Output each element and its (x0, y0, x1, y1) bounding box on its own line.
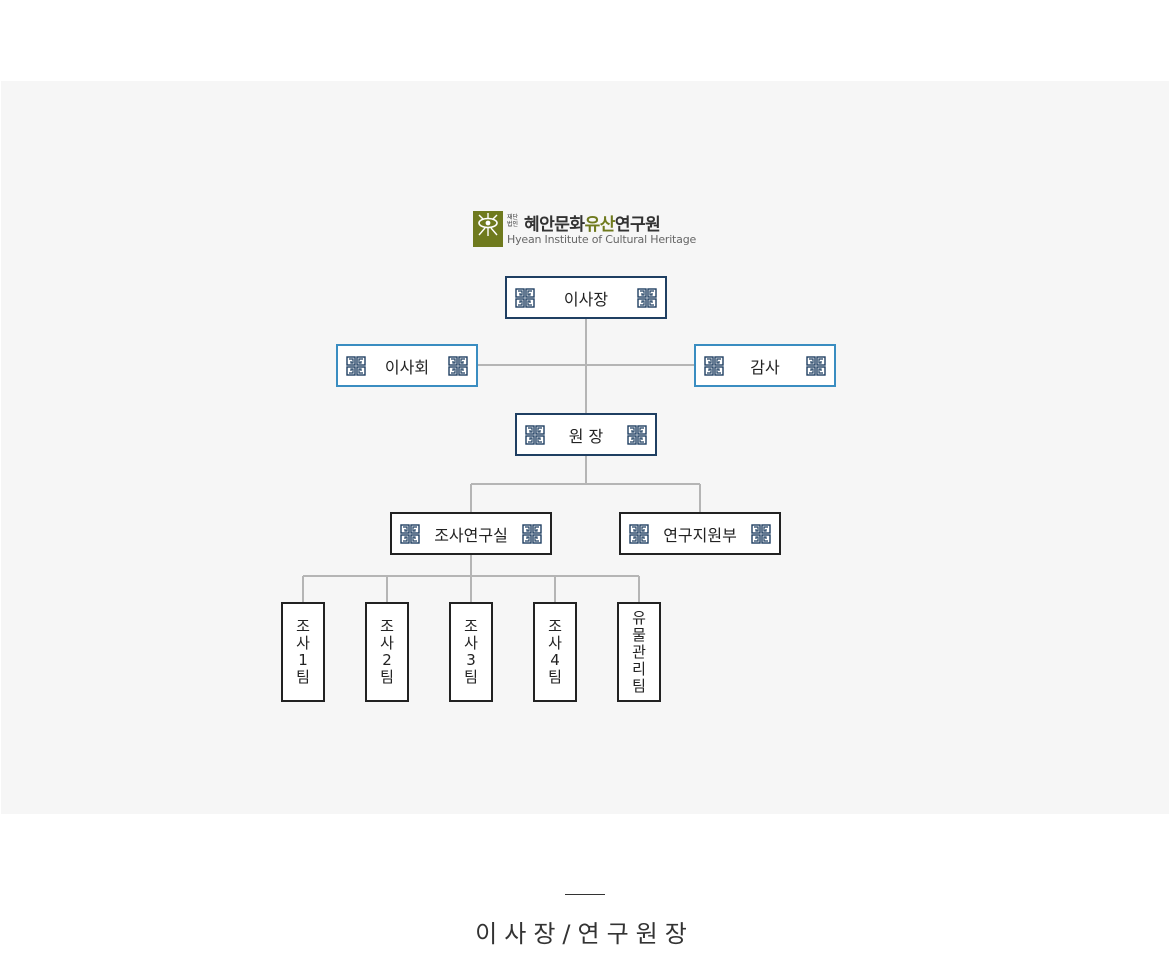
page-caption: 이사장/연구원장 (475, 920, 694, 948)
logo-emblem-icon (473, 211, 503, 247)
meander-key-icon (515, 287, 535, 308)
team-box: 조사2팀 (365, 602, 409, 702)
auditor-box: 감사 (694, 344, 836, 387)
team-box: 유물관리팀 (617, 602, 661, 702)
team-box: 조사3팀 (449, 602, 493, 702)
team-label: 조사2팀 (380, 617, 394, 686)
team-label: 조사4팀 (548, 617, 562, 686)
logo-title-part2: 유산 (584, 215, 616, 235)
meander-key-icon (448, 355, 468, 376)
logo-title-part3: 연구원 (614, 215, 661, 235)
support-dept-box: 연구지원부 (619, 512, 781, 555)
institute-logo: 재단법인 혜안문화유산연구원 Hyean Institute of Cultur… (473, 211, 703, 249)
meander-key-icon (522, 523, 542, 544)
support-dept-label: 연구지원부 (663, 525, 737, 545)
research-office-box: 조사연구실 (390, 512, 552, 555)
meander-key-icon (400, 523, 420, 544)
logo-foundation-label: 재단법인 (507, 214, 519, 228)
meander-key-icon (627, 424, 647, 445)
board-box: 이사회 (336, 344, 478, 387)
meander-key-icon (629, 523, 649, 544)
caption-divider (565, 894, 605, 895)
logo-title-part1: 혜안문화 (524, 215, 585, 235)
chairman-label: 이사장 (563, 289, 609, 309)
meander-key-icon (806, 355, 826, 376)
meander-key-icon (346, 355, 366, 376)
meander-key-icon (637, 287, 657, 308)
team-label: 유물관리팀 (632, 608, 646, 695)
team-box: 조사4팀 (533, 602, 577, 702)
team-label: 조사3팀 (464, 617, 478, 686)
board-label: 이사회 (384, 357, 430, 377)
logo-subtitle: Hyean Institute of Cultural Heritage (507, 233, 697, 246)
team-box: 조사1팀 (281, 602, 325, 702)
director-label: 원 장 (568, 426, 604, 446)
research-office-label: 조사연구실 (434, 525, 508, 545)
meander-key-icon (704, 355, 724, 376)
meander-key-icon (751, 523, 771, 544)
logo-title: 혜안문화유산연구원 (524, 210, 661, 235)
director-box: 원 장 (515, 413, 657, 456)
chairman-box: 이사장 (505, 276, 667, 319)
auditor-label: 감사 (750, 357, 780, 377)
meander-key-icon (525, 424, 545, 445)
team-label: 조사1팀 (296, 617, 310, 686)
